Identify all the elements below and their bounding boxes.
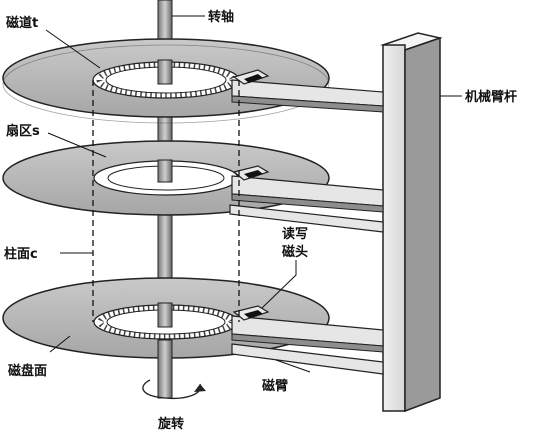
top-arm [231, 69, 384, 113]
label-arm: 磁臂 [262, 378, 288, 394]
label-head-line2: 磁头 [282, 244, 308, 260]
cylinder-dashes [92, 80, 240, 322]
label-rotation: 旋转 [157, 416, 184, 432]
read-write-head-bottom [244, 310, 263, 318]
label-track: 磁道t [6, 15, 38, 31]
top-platter [2, 38, 330, 124]
bottom-arm [231, 305, 384, 375]
label-platter-surface: 磁盘面 [8, 363, 47, 379]
label-cylinder: 柱面c [4, 246, 38, 262]
label-sector: 扇区s [6, 123, 40, 139]
read-write-head-top [244, 74, 263, 83]
label-head-line1: 读写 [282, 226, 308, 242]
read-write-head-middle [244, 170, 263, 178]
leader-lines [45, 15, 462, 373]
arm-post [380, 32, 443, 413]
label-arm-post: 机械臂杆 [465, 89, 517, 105]
label-spindle: 转轴 [208, 9, 234, 25]
rotation-arrow-icon [142, 379, 206, 400]
middle-arm [229, 165, 384, 233]
